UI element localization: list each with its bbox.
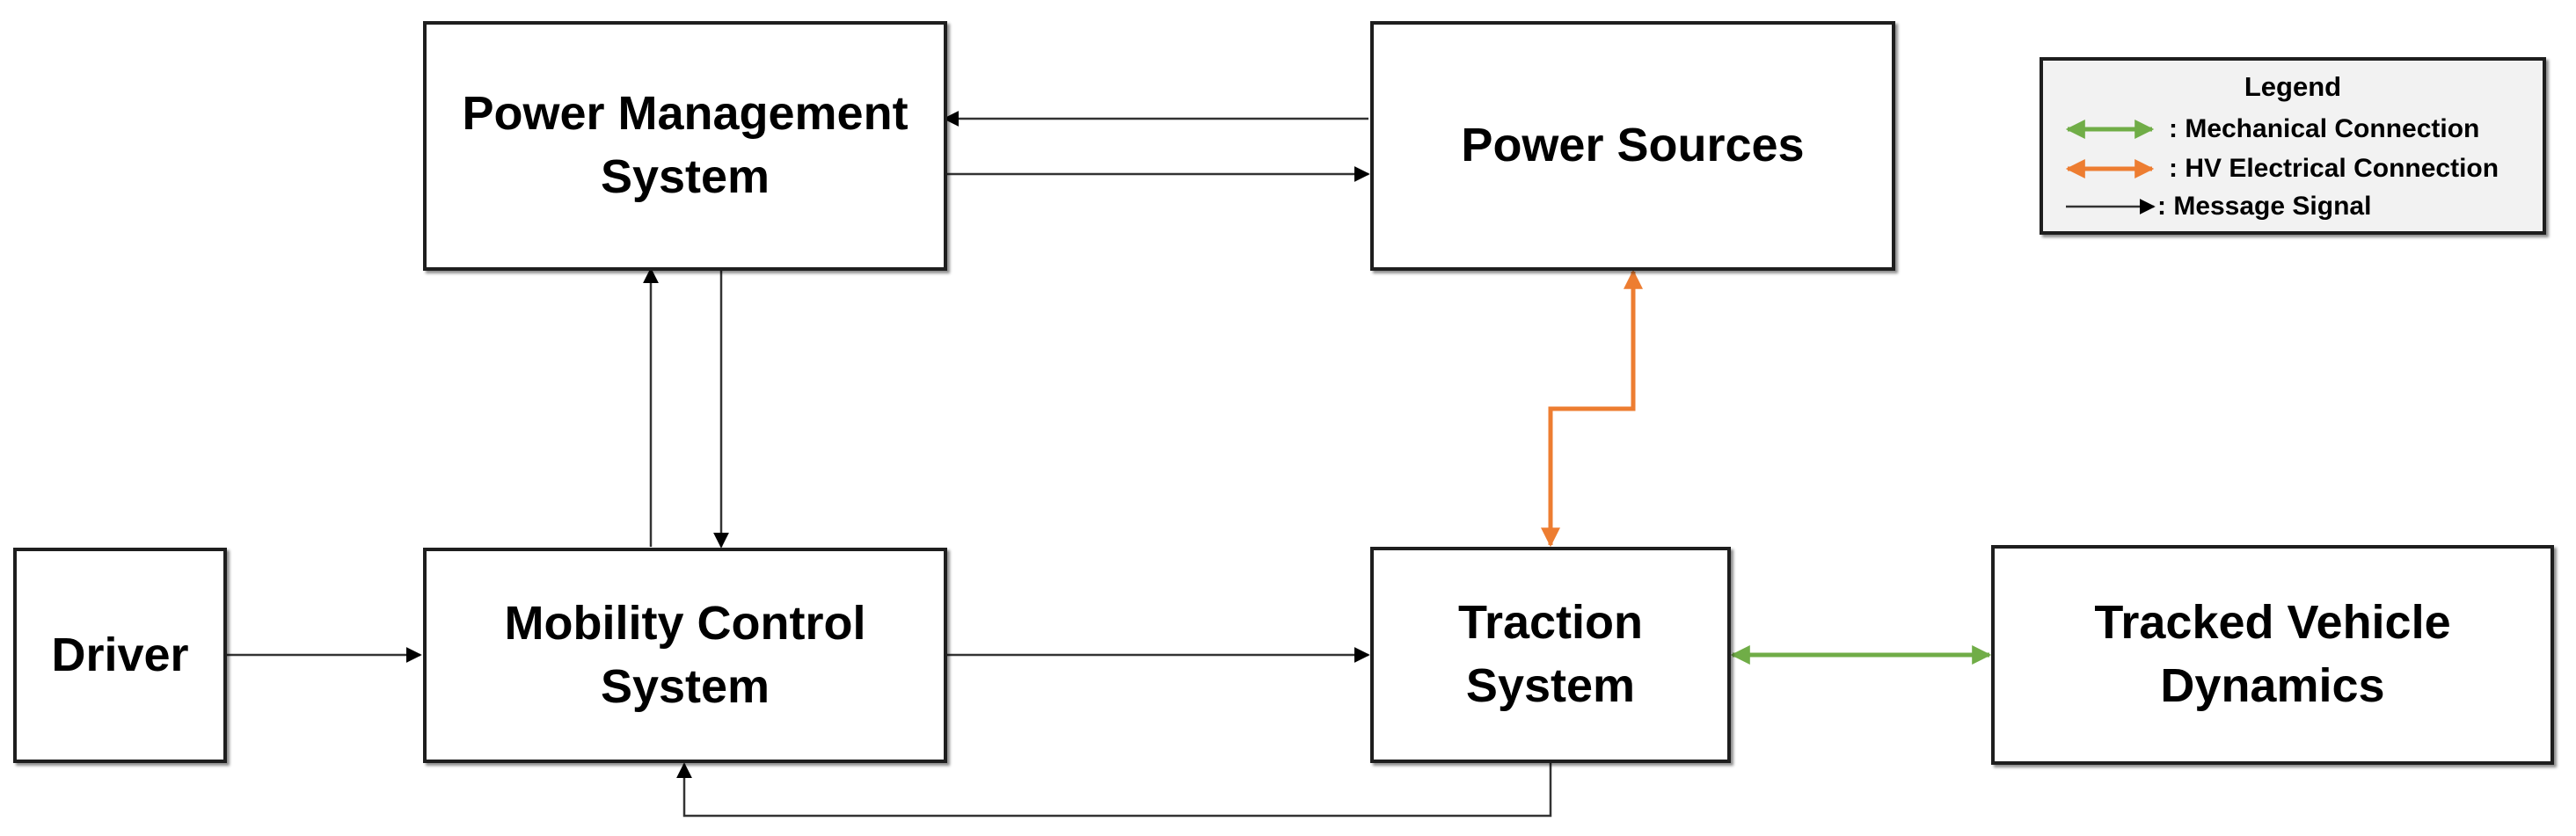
traction-system-line2: System [1465,659,1636,712]
signal-traction-to-mcs [676,762,1552,818]
power-sources-label: Power Sources [1461,119,1805,172]
mobility-control-line2: System [600,659,770,713]
traction-system-block: Traction System [1370,547,1731,763]
power-sources-block: Power Sources [1370,21,1895,271]
driver-block: Driver [13,548,227,763]
double-arrow-icon [2065,120,2155,139]
arrow-icon [2066,199,2156,214]
legend-item-mechanical: : Mechanical Connection [2059,112,2543,147]
legend-title: Legend [2244,71,2342,102]
legend-item-message-signal: : Message Signal [2059,189,2543,224]
double-arrow-icon [2065,159,2155,178]
legend-item-hv-electrical: : HV Electrical Connection [2059,151,2543,186]
tracked-vehicle-line1: Tracked Vehicle [2094,596,2451,650]
driver-label: Driver [51,628,189,681]
tracked-vehicle-block: Tracked Vehicle Dynamics [1991,545,2554,765]
tracked-vehicle-line2: Dynamics [2160,659,2385,712]
mobility-control-block: Mobility Control System [423,548,947,763]
legend-label-mechanical: : Mechanical Connection [2169,114,2480,143]
hv-electrical-traction-power-sources [1541,269,1643,548]
mobility-control-line1: Mobility Control [504,596,866,650]
traction-system-line1: Traction [1457,596,1644,650]
legend-label-message-signal: : Message Signal [2157,192,2372,221]
legend-box: Legend : Mechanical Connection : HV Elec… [2040,57,2546,235]
power-management-block: Power Management System [423,21,947,271]
legend-label-hv-electrical: : HV Electrical Connection [2169,154,2499,183]
power-management-line1: Power Management [462,87,909,141]
power-management-line2: System [600,150,770,203]
